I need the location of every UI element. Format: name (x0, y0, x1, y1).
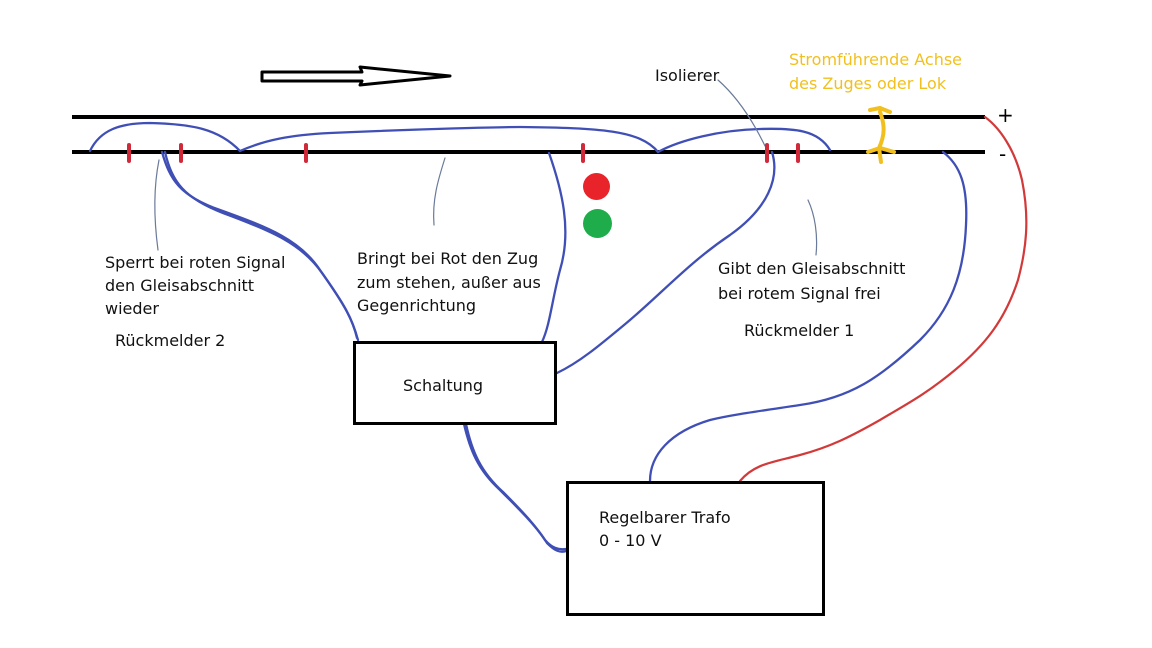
bringt-line1: Bringt bei Rot den Zug (357, 249, 539, 268)
sperrt-line1: Sperrt bei roten Signal (105, 253, 286, 272)
signal-red-light (583, 173, 610, 200)
bringt-line2: zum stehen, außer aus (357, 273, 541, 292)
rueckmelder-2-label: Rückmelder 2 (115, 331, 226, 350)
trafo-label-line2: 0 - 10 V (599, 531, 662, 550)
signal-green-light (583, 209, 612, 238)
isolator-mark (304, 143, 308, 163)
axle-label-line2: des Zuges oder Lok (789, 74, 947, 93)
trafo-box: Regelbarer Trafo 0 - 10 V (566, 481, 825, 616)
isolator-mark (127, 143, 131, 163)
trafo-label-line1: Regelbarer Trafo (599, 508, 731, 527)
minus-sign: - (999, 142, 1007, 166)
isolator-mark (581, 143, 585, 163)
isolator-mark (179, 143, 183, 163)
gibt-line2: bei rotem Signal frei (718, 284, 881, 303)
direction-arrow (260, 65, 452, 87)
bringt-line3: Gegenrichtung (357, 296, 477, 315)
pointer-lines (154, 79, 818, 256)
isolator-mark (796, 143, 800, 163)
blue-wires (88, 121, 968, 553)
plus-sign: + (997, 103, 1014, 127)
gibt-line1: Gibt den Gleisabschnitt (718, 259, 906, 278)
isolator-mark (765, 143, 769, 163)
rueckmelder-1-label: Rückmelder 1 (744, 321, 855, 340)
axle-mark (866, 105, 896, 164)
schaltung-label: Schaltung (403, 376, 484, 395)
sperrt-line3: wieder (105, 299, 159, 318)
axle-label-line1: Stromführende Achse (789, 50, 963, 69)
isolierer-label: Isolierer (655, 66, 720, 85)
sperrt-line2: den Gleisabschnitt (105, 276, 255, 295)
schaltung-box: Schaltung (353, 341, 557, 425)
red-wire (738, 115, 1028, 483)
